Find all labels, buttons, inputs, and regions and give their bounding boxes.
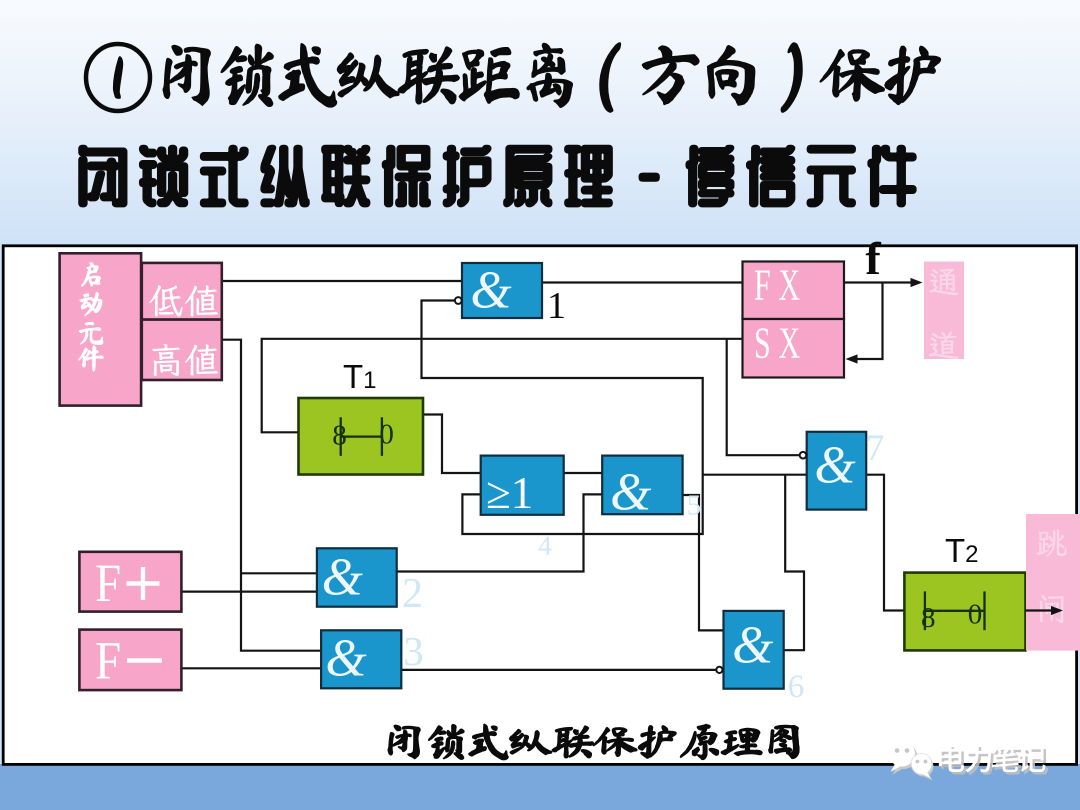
svg-text:4: 4 — [538, 531, 552, 561]
svg-text:6: 6 — [788, 669, 805, 705]
svg-text:&: & — [325, 630, 367, 688]
svg-text:5: 5 — [687, 490, 702, 522]
svg-text:F: F — [95, 630, 121, 690]
svg-text:X: X — [779, 319, 801, 368]
svg-text:&: & — [732, 617, 774, 675]
svg-text:&: & — [322, 549, 364, 607]
svg-text:F: F — [754, 261, 771, 310]
svg-text:S: S — [754, 319, 771, 368]
svg-text:7: 7 — [866, 428, 885, 469]
svg-text:0: 0 — [968, 599, 983, 631]
svg-text:2: 2 — [402, 571, 423, 617]
svg-text:8: 8 — [332, 420, 347, 452]
svg-text:&: & — [610, 464, 652, 522]
svg-text:&: & — [470, 262, 512, 320]
svg-text:X: X — [779, 261, 801, 310]
svg-text:1: 1 — [547, 285, 566, 327]
svg-text:8: 8 — [921, 602, 936, 634]
svg-text:3: 3 — [403, 628, 424, 674]
svg-text:0: 0 — [379, 419, 394, 451]
svg-text:&: & — [814, 437, 856, 495]
svg-text:F: F — [95, 553, 121, 613]
svg-text:≥1: ≥1 — [486, 468, 533, 518]
